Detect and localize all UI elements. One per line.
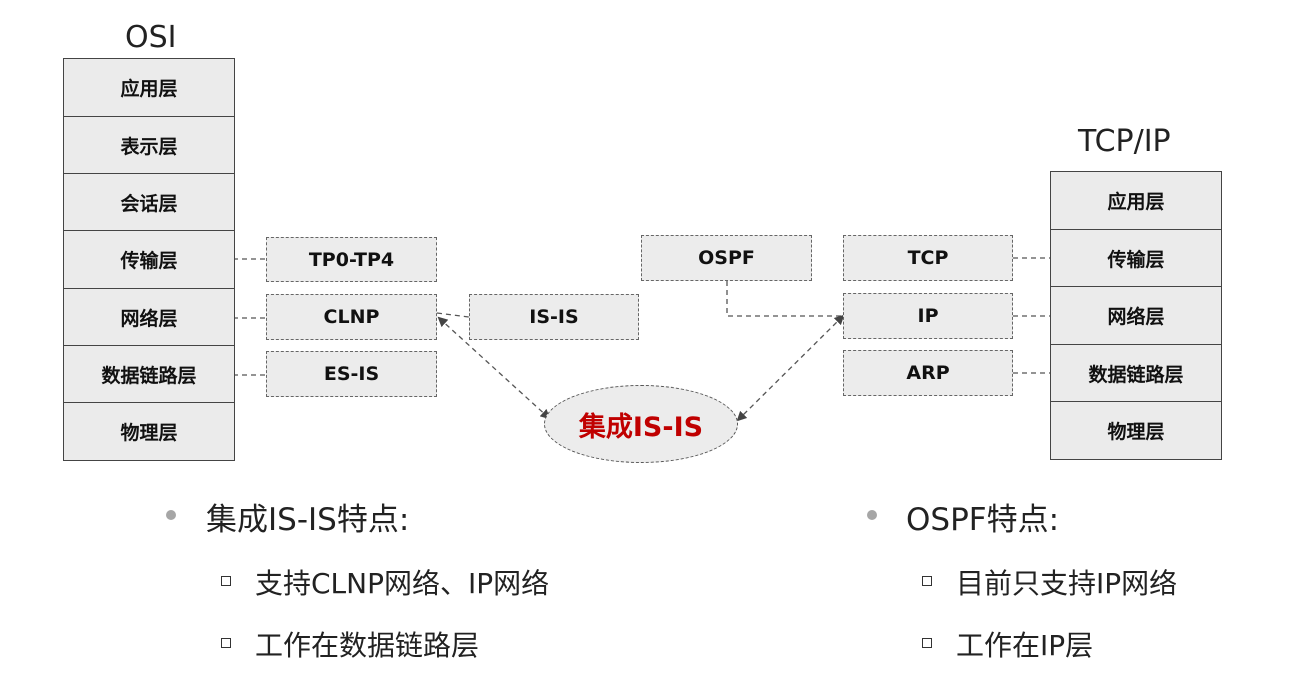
tcpip-title: TCP/IP (1078, 124, 1171, 159)
protocol-ospf: OSPF (641, 235, 812, 281)
tcpip-layer-transport: 传输层 (1051, 230, 1221, 287)
ospf-features-heading: OSPF特点: (906, 502, 1060, 538)
protocol-ip: IP (843, 293, 1013, 339)
protocol-tp0-tp4: TP0-TP4 (266, 237, 437, 282)
osi-layer-session: 会话层 (64, 174, 234, 231)
left-note-item-1: 支持CLNP网络、IP网络 (255, 567, 550, 600)
square-bullet-icon (922, 638, 932, 648)
tcpip-layer-physical: 物理层 (1107, 421, 1165, 443)
osi-layer-application: 应用层 (64, 59, 234, 117)
osi-layer-presentation: 表示层 (64, 117, 234, 174)
link-clnp-isis (436, 312, 470, 318)
protocol-tcp: TCP (843, 235, 1013, 281)
tcpip-stack: 应用层 传输层 网络层 数据链路层 物理层 (1050, 171, 1222, 460)
bullet-dot-right (867, 510, 877, 520)
protocol-clnp: CLNP (266, 294, 437, 340)
integrated-is-is-features-heading: 集成IS-IS特点: (206, 502, 410, 538)
tcpip-layer-network: 网络层 (1051, 287, 1221, 345)
square-bullet-icon (221, 576, 231, 586)
link-ospf-ip (726, 281, 843, 317)
integrated-is-is-ellipse: 集成IS-IS (544, 385, 738, 463)
osi-layer-network: 网络层 (64, 289, 234, 346)
osi-layer-transport: 传输层 (64, 231, 234, 289)
arrow-ip-integrated (736, 314, 845, 422)
square-bullet-icon (922, 576, 932, 586)
osi-layer-datalink: 数据链路层 (64, 346, 234, 403)
tcpip-layer-application: 应用层 (1051, 172, 1221, 230)
right-note-item-1: 目前只支持IP网络 (956, 567, 1178, 600)
bullet-dot-left (166, 510, 176, 520)
osi-title: OSI (125, 20, 177, 55)
left-note-item-2: 工作在数据链路层 (255, 629, 480, 662)
osi-layer-physical: 物理层 (120, 422, 178, 444)
osi-stack: 应用层 表示层 会话层 传输层 网络层 数据链路层 物理层 (63, 58, 235, 461)
protocol-es-is: ES-IS (266, 351, 437, 397)
arrow-clnp-integrated (437, 316, 551, 420)
protocol-arp: ARP (843, 350, 1013, 396)
square-bullet-icon (221, 638, 231, 648)
protocol-is-is: IS-IS (469, 294, 639, 340)
tcpip-layer-datalink: 数据链路层 (1051, 345, 1221, 402)
right-note-item-2: 工作在IP层 (956, 629, 1094, 662)
